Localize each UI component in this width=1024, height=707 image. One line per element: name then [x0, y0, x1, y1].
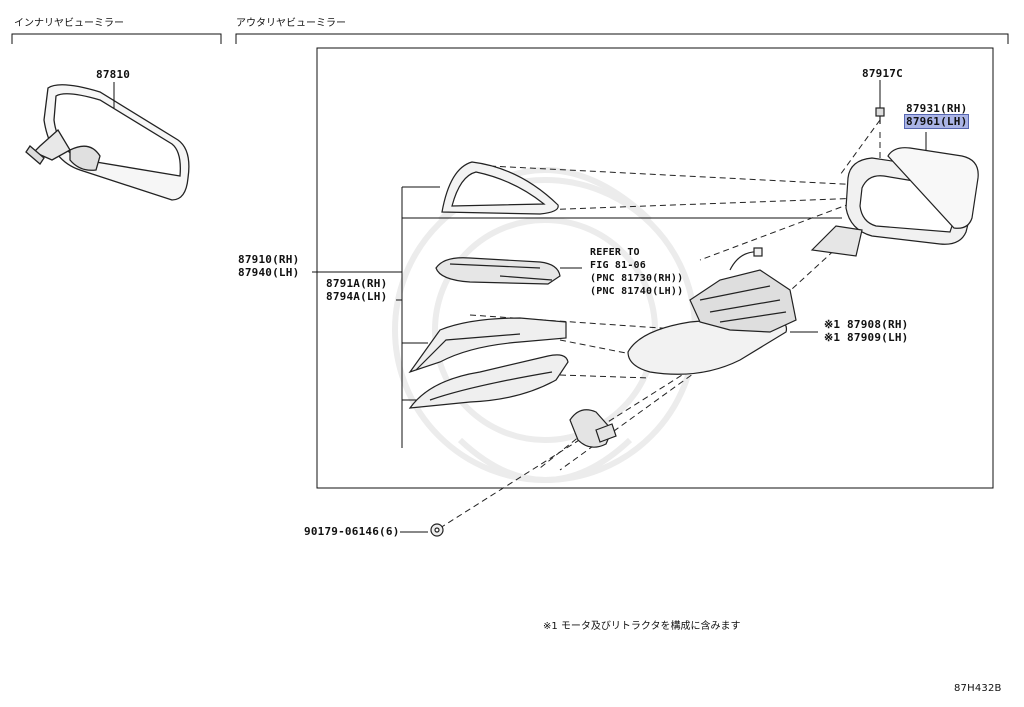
part-87910-rh[interactable]: 87910(RH) — [238, 253, 300, 266]
part-87940-lh[interactable]: 87940(LH) — [238, 266, 300, 279]
refer-line-4: (PNC 81740(LH)) — [590, 286, 684, 297]
part-87810[interactable]: 87810 — [96, 68, 131, 81]
refer-line-2[interactable]: FIG 81-06 — [590, 260, 646, 271]
inner-section-bracket — [11, 33, 222, 44]
outer-mirror-frame — [316, 47, 994, 489]
refer-line-1: REFER TO — [590, 247, 640, 258]
mirror-glass-illustration — [887, 147, 979, 229]
diagram-code: 87H432B — [954, 683, 1002, 694]
part-8791a-rh[interactable]: 8791A(RH) — [326, 277, 388, 290]
mirror-cover-illustration — [441, 161, 559, 215]
clip-icon — [430, 523, 444, 537]
part-87909-lh[interactable]: ※1 87909(LH) — [824, 331, 909, 344]
part-87917c[interactable]: 87917C — [862, 67, 903, 80]
turn-signal-lamp-illustration — [435, 257, 561, 285]
screw-icon — [875, 107, 885, 124]
footnote: ※1 モータ及びリトラクタを構成に含みます — [543, 621, 741, 632]
harness-illustration — [569, 409, 617, 448]
part-87931-rh[interactable]: 87931(RH) — [906, 102, 968, 115]
outer-section-bracket — [235, 33, 1009, 44]
part-90179-06146[interactable]: 90179-06146(6) — [304, 525, 400, 538]
part-87908-rh[interactable]: ※1 87908(RH) — [824, 318, 909, 331]
refer-line-3: (PNC 81730(RH)) — [590, 273, 684, 284]
inner-mirror-illustration — [25, 84, 190, 201]
inner-mirror-section-title: インナリヤビューミラー — [14, 18, 124, 29]
mirror-base-illustration — [627, 247, 797, 375]
lower-cover-illustration — [408, 317, 569, 409]
outer-mirror-section-title: アウタリヤビューミラー — [236, 18, 346, 29]
part-87961-lh[interactable]: 87961(LH) — [903, 114, 970, 129]
part-8794a-lh[interactable]: 8794A(LH) — [326, 290, 388, 303]
